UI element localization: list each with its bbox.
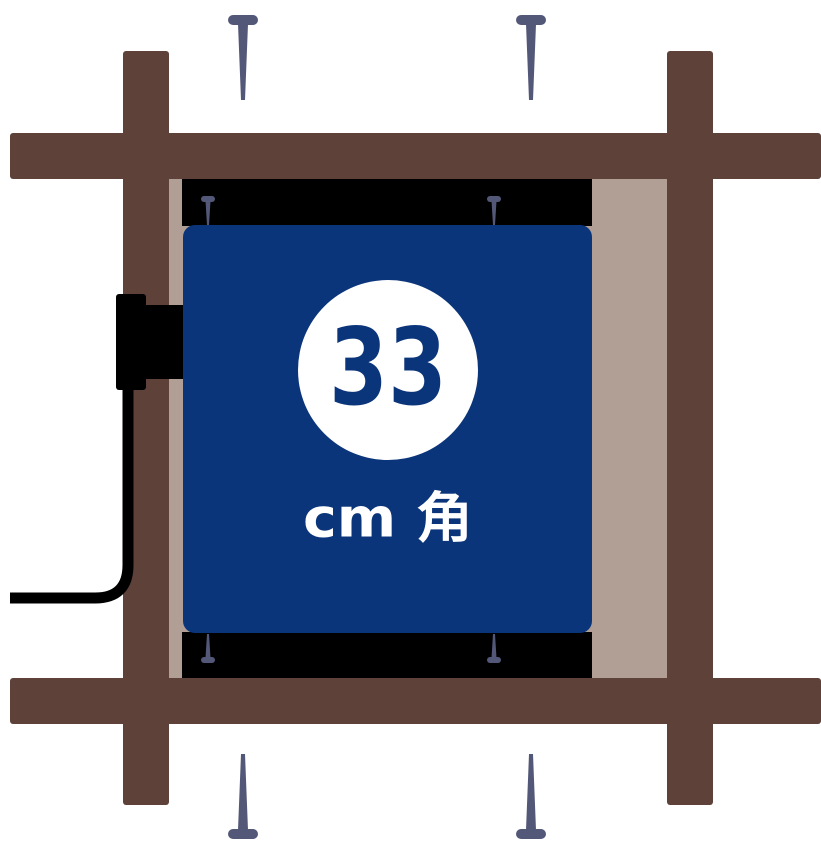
screw-icon xyxy=(516,15,546,100)
screw-icon xyxy=(228,754,258,839)
connector-box-icon xyxy=(116,294,146,390)
bottom-mount-rail xyxy=(182,632,592,678)
size-number: 33 xyxy=(329,306,447,429)
connector-plug xyxy=(146,305,183,379)
left-stud xyxy=(123,51,169,805)
top-beam xyxy=(10,133,821,179)
top-mount-rail xyxy=(182,179,592,226)
screw-icon xyxy=(228,15,258,100)
size-unit-label: cm 角 xyxy=(303,487,473,550)
size-badge xyxy=(298,280,478,460)
bottom-beam xyxy=(10,678,821,724)
screw-icon xyxy=(516,754,546,839)
right-stud xyxy=(667,51,713,805)
power-cable-icon xyxy=(10,388,134,604)
